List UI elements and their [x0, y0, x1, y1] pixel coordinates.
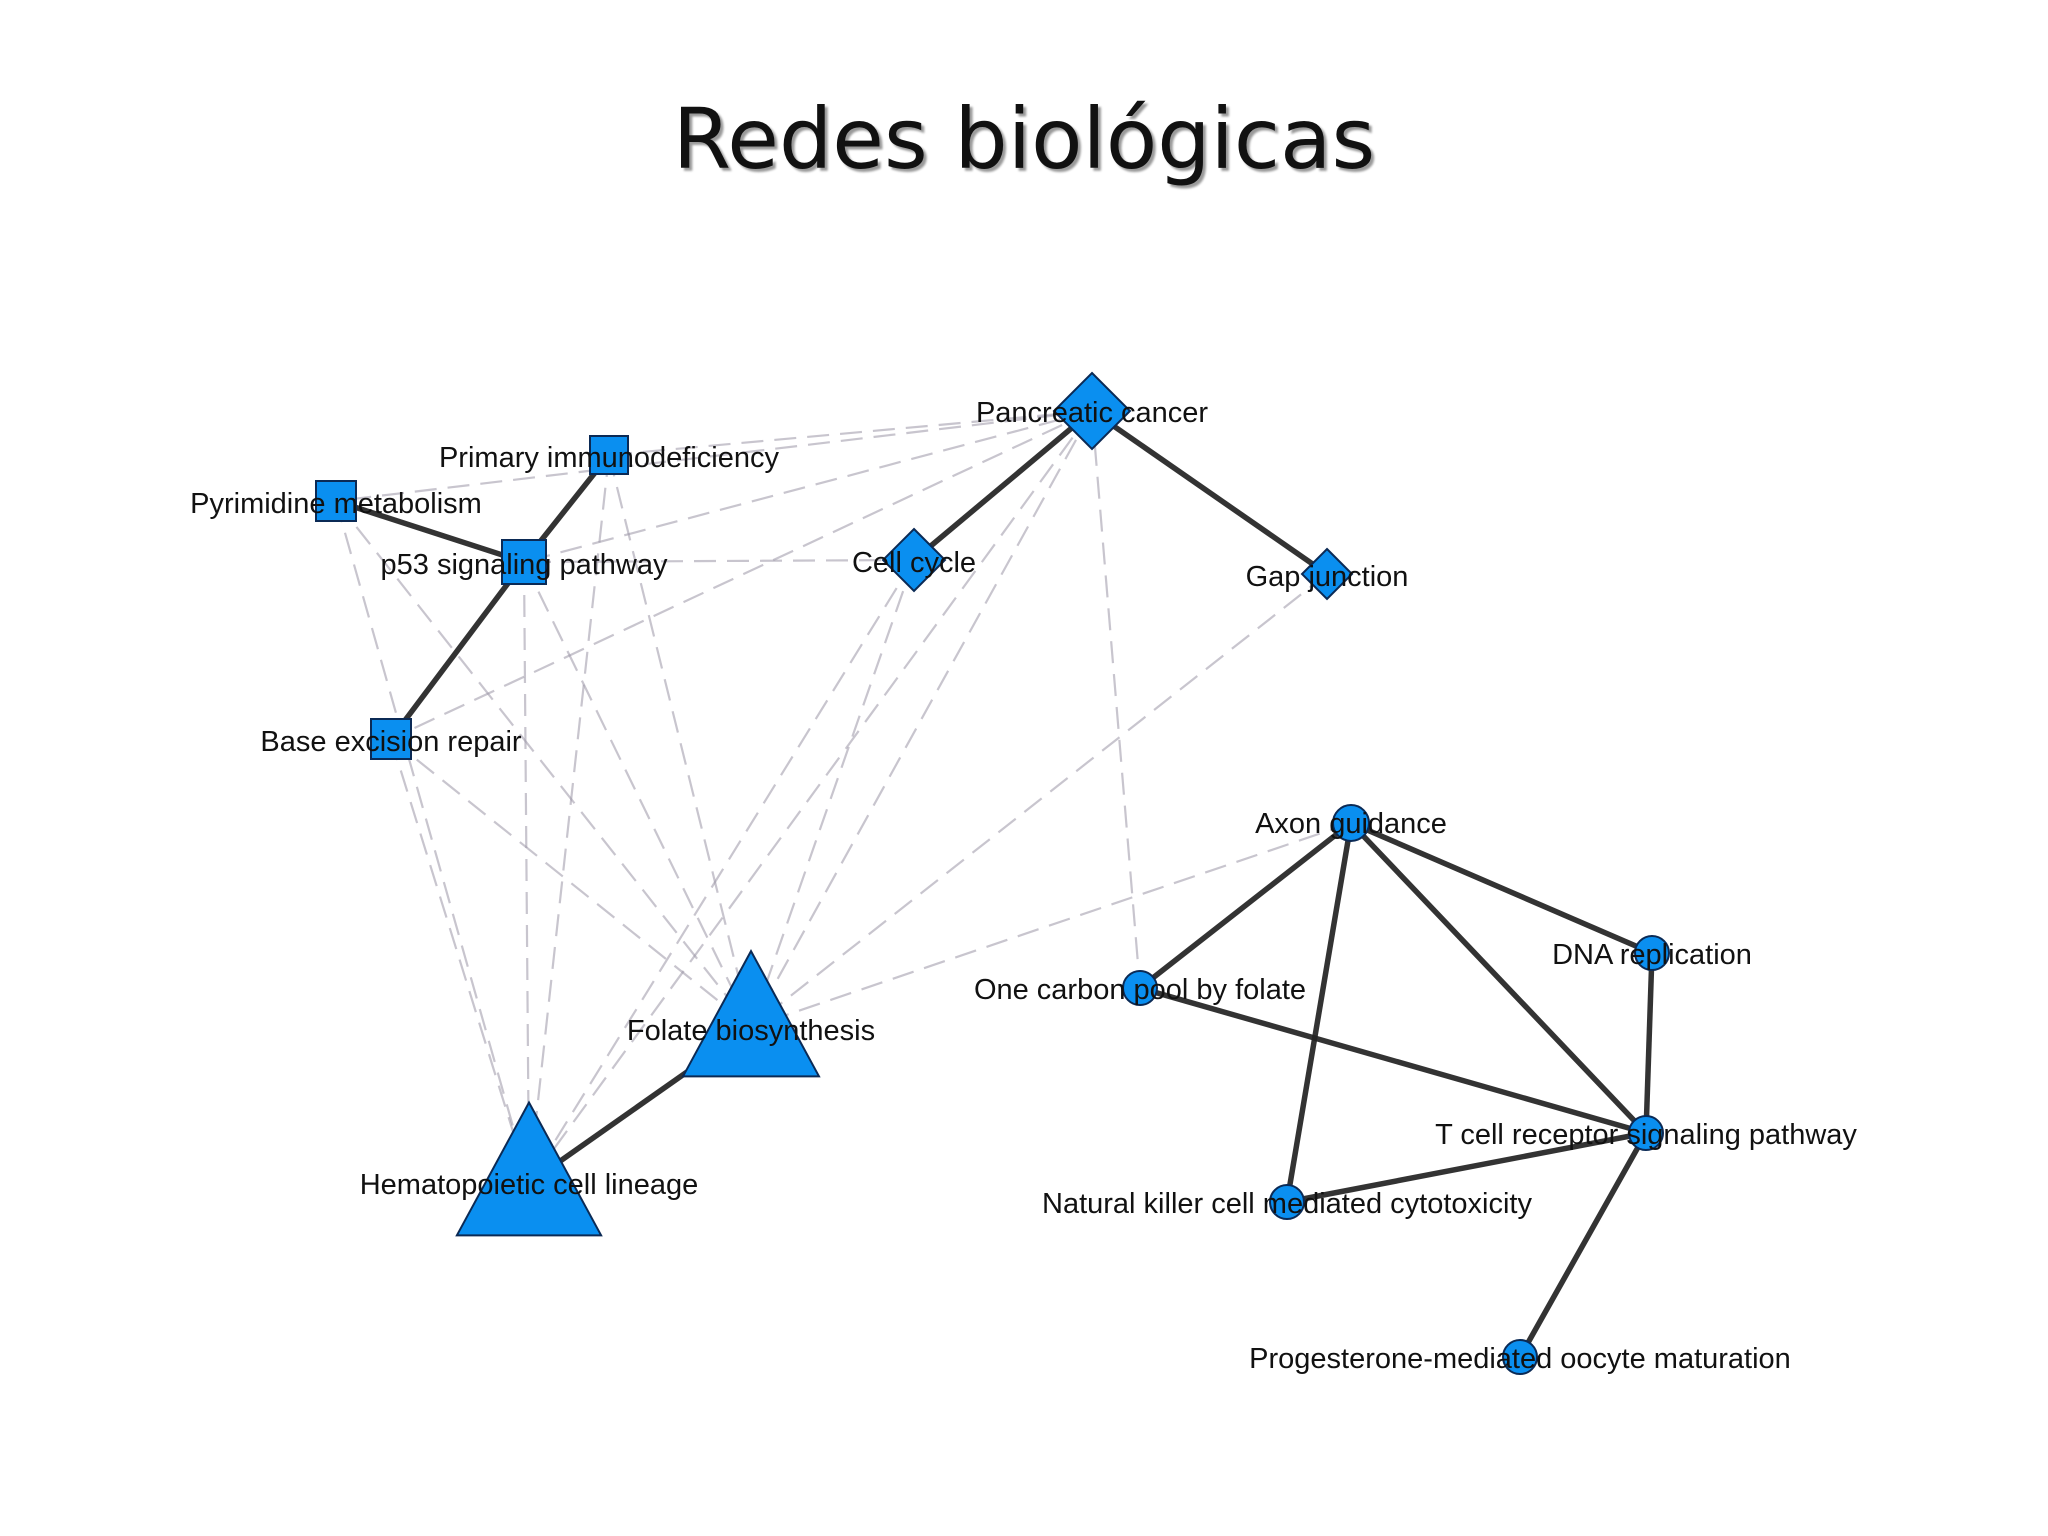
edge-onecarbon-tcell: [1139, 985, 1647, 1136]
node-progesterone: [1502, 1339, 1538, 1375]
edge-pancreatic-hema: [528, 410, 1093, 1184]
node-label-dna: DNA replication: [1552, 939, 1752, 971]
node-label-pancreatic: Pancreatic cancer: [976, 397, 1208, 429]
edge-cellcycle-folate: [749, 559, 916, 1028]
node-label-axon: Axon guidance: [1255, 808, 1447, 840]
edge-pancreatic-ber: [390, 410, 1093, 740]
node-primary: [589, 435, 629, 475]
edge-axon-folate: [750, 821, 1352, 1029]
edge-p53-folate: [523, 561, 752, 1028]
edge-pancreatic-cellcycle: [912, 408, 1094, 563]
node-hema: [455, 1100, 603, 1237]
node-label-pyrimidine: Pyrimidine metabolism: [190, 488, 482, 520]
node-label-hema: Hematopoietic cell lineage: [360, 1169, 699, 1201]
edge-gapjunction-folate: [750, 573, 1328, 1028]
node-label-primary: Primary immunodeficiency: [439, 442, 780, 474]
node-cellcycle: [881, 527, 947, 593]
edge-axon-dna: [1349, 820, 1654, 956]
edge-axon-onecarbon: [1138, 820, 1353, 991]
node-label-tcell: T cell receptor signaling pathway: [1435, 1119, 1857, 1151]
slide-title: Redes biológicas: [672, 90, 1376, 188]
edge-pyrimidine-p53: [335, 498, 525, 565]
edge-p53-ber: [388, 560, 527, 741]
edges-layer: [334, 408, 1655, 1359]
node-dna: [1634, 935, 1670, 971]
edge-pancreatic-primary: [608, 409, 1093, 457]
node-label-ber: Base excision repair: [260, 726, 521, 758]
node-label-gapjunction: Gap junction: [1246, 561, 1409, 593]
edge-p53-hema: [522, 561, 531, 1184]
node-tcell: [1628, 1115, 1664, 1151]
edge-axon-tcell: [1349, 821, 1648, 1135]
node-nk: [1269, 1184, 1305, 1220]
edge-primary-hema: [527, 454, 611, 1184]
node-pancreatic: [1052, 371, 1132, 451]
edge-ber-hema: [389, 738, 531, 1184]
node-folate: [681, 949, 821, 1078]
edge-nk-tcell: [1286, 1130, 1647, 1205]
node-label-nk: Natural killer cell mediated cytotoxicit…: [1042, 1188, 1532, 1220]
edge-dna-tcell: [1643, 952, 1655, 1134]
edge-pancreatic-onecarbon: [1090, 410, 1142, 989]
node-ber: [370, 718, 412, 760]
node-label-cellcycle: Cell cycle: [852, 547, 976, 579]
edge-pancreatic-pyrimidine: [335, 409, 1093, 503]
edge-ber-folate: [390, 738, 752, 1028]
node-axon: [1332, 804, 1370, 842]
edge-pancreatic-p53: [523, 409, 1093, 564]
node-p53: [501, 539, 547, 585]
edge-primary-folate: [607, 454, 753, 1028]
node-onecarbon: [1122, 970, 1158, 1006]
node-label-p53: p53 signaling pathway: [381, 549, 668, 581]
node-label-onecarbon: One carbon pool by folate: [974, 974, 1306, 1006]
node-label-folate: Folate biosynthesis: [627, 1015, 875, 1047]
node-pyrimidine: [315, 480, 357, 522]
edge-tcell-progesterone: [1517, 1131, 1649, 1359]
edge-pancreatic-gapjunction: [1090, 408, 1329, 577]
node-gapjunction: [1300, 547, 1354, 601]
edge-cellcycle-hema: [528, 559, 915, 1184]
edge-pyrimidine-hema: [334, 500, 531, 1184]
edge-pyrimidine-folate: [335, 500, 752, 1028]
edge-pancreatic-folate: [750, 410, 1093, 1028]
node-label-progesterone: Progesterone-mediated oocyte maturation: [1249, 1343, 1791, 1375]
nodes-layer: [315, 371, 1670, 1375]
edge-axon-nk: [1284, 822, 1354, 1203]
